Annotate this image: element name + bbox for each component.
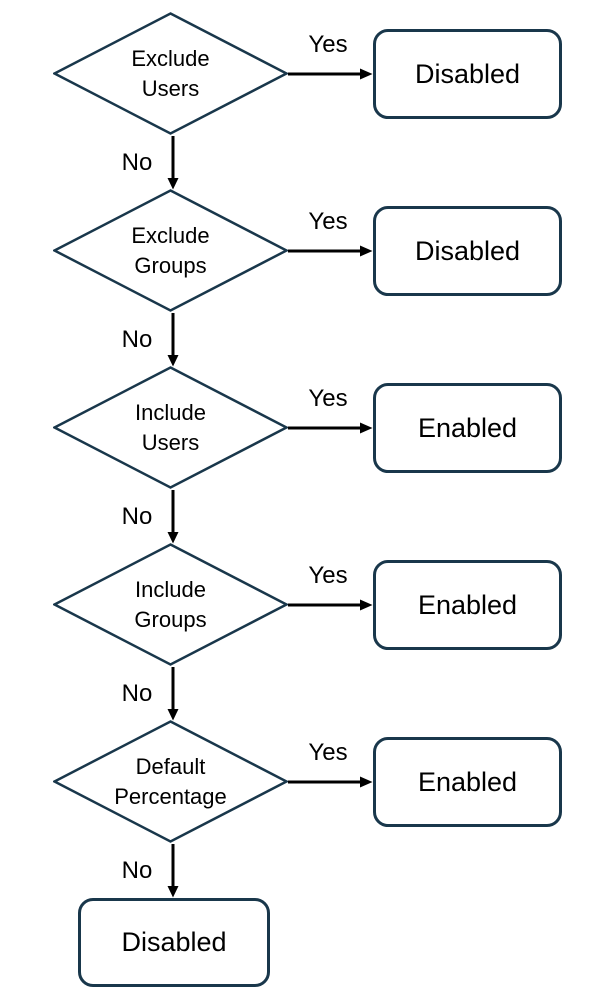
no-edge-label: No [121,857,153,884]
diamond-shape [53,366,288,489]
yes-arrow [288,422,373,434]
no-edge-label: No [121,680,153,707]
decision-label: Include Groups [134,576,207,632]
final-result-node-disabled: Disabled [78,898,270,987]
decision-node-default-percentage: Default Percentage [53,720,288,843]
yes-arrow [288,245,373,257]
yes-arrow [288,776,373,788]
no-arrow [167,844,179,898]
yes-edge-label: Yes [308,385,348,412]
diamond-shape [53,12,288,135]
decision-label: Exclude Users [131,45,210,101]
no-edge-label: No [121,326,153,353]
yes-arrow [288,68,373,80]
diamond-shape [53,720,288,843]
result-label: Enabled [417,766,518,797]
result-node-disabled-2: Disabled [373,206,562,296]
result-label: Disabled [121,927,227,957]
result-label: Enabled [417,412,518,443]
decision-node-include-groups: Include Groups [53,543,288,666]
yes-edge-label: Yes [308,739,348,766]
diamond-shape [53,543,288,666]
result-node-enabled-1: Enabled [373,383,562,473]
no-edge-label: No [121,149,153,176]
no-arrow [167,313,179,367]
no-arrow [167,490,179,544]
no-arrow [167,136,179,190]
no-arrow [167,667,179,721]
decision-label: Exclude Groups [131,222,210,278]
result-node-disabled-1: Disabled [373,29,562,119]
yes-edge-label: Yes [308,562,348,589]
decision-node-include-users: Include Users [53,366,288,489]
result-label: Enabled [417,589,518,620]
decision-node-exclude-users: Exclude Users [53,12,288,135]
result-label: Disabled [414,235,521,266]
yes-arrow [288,599,373,611]
no-edge-label: No [121,503,153,530]
result-label: Disabled [414,58,521,89]
result-node-enabled-2: Enabled [373,560,562,650]
diamond-shape [53,189,288,312]
yes-edge-label: Yes [308,208,348,235]
decision-label: Include Users [135,399,206,455]
decision-node-exclude-groups: Exclude Groups [53,189,288,312]
yes-edge-label: Yes [308,31,348,58]
decision-label: Default Percentage [114,753,227,809]
result-node-enabled-3: Enabled [373,737,562,827]
